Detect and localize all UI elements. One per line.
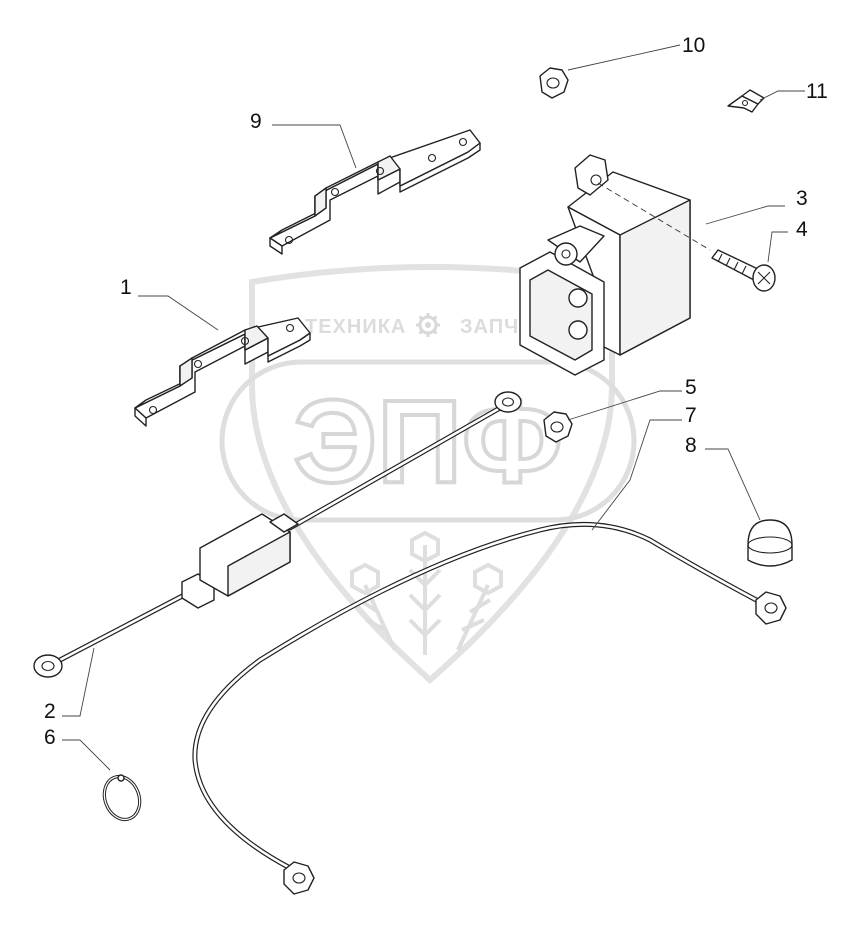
callouts: 9 1 10 11 3 4 5 7 8 2 6 <box>44 34 828 749</box>
part-6-ring <box>102 774 142 822</box>
part-7-cable <box>192 521 787 895</box>
callout-2: 2 <box>44 700 56 723</box>
part-9-bracket <box>269 129 481 255</box>
part-1-bracket <box>134 317 311 427</box>
watermark-logo: ЭПФ <box>293 376 562 508</box>
part-7-terminal-top <box>755 591 787 625</box>
leader-lines <box>62 44 805 771</box>
part-4-screw <box>711 249 776 292</box>
callout-6: 6 <box>44 726 56 749</box>
part-10-nut <box>539 67 569 99</box>
callout-7: 7 <box>685 404 697 427</box>
part-7-terminal-bottom <box>283 861 315 895</box>
part-8-cap <box>747 519 793 567</box>
callout-1: 1 <box>120 276 132 299</box>
callout-4: 4 <box>796 218 808 241</box>
callout-10: 10 <box>682 34 705 57</box>
callout-9: 9 <box>250 110 262 133</box>
part-3-housing <box>519 154 711 376</box>
watermark-text-left: ТЕХНИКА <box>305 316 406 338</box>
part-5-nut <box>543 411 573 443</box>
part-11-clip <box>727 89 765 113</box>
watermark-band <box>219 359 637 523</box>
callout-3: 3 <box>796 187 808 210</box>
gear-icon <box>416 313 440 337</box>
callout-11: 11 <box>806 80 828 103</box>
part-2-cable <box>33 391 522 678</box>
callout-5: 5 <box>685 376 697 399</box>
callout-8: 8 <box>685 434 697 457</box>
